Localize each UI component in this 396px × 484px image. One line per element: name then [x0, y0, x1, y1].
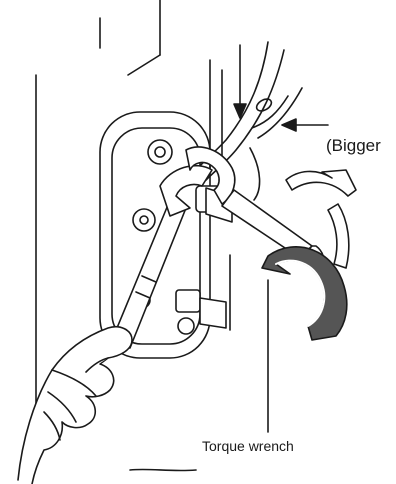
top-bracket: [100, 0, 160, 75]
hand-icon: [18, 327, 132, 484]
bigger-pipe-label: (Bigger: [326, 136, 381, 156]
refrigerant-pipes: [196, 42, 302, 200]
torque-wrench-label: Torque wrench: [202, 438, 294, 454]
unit-base: [130, 469, 196, 470]
